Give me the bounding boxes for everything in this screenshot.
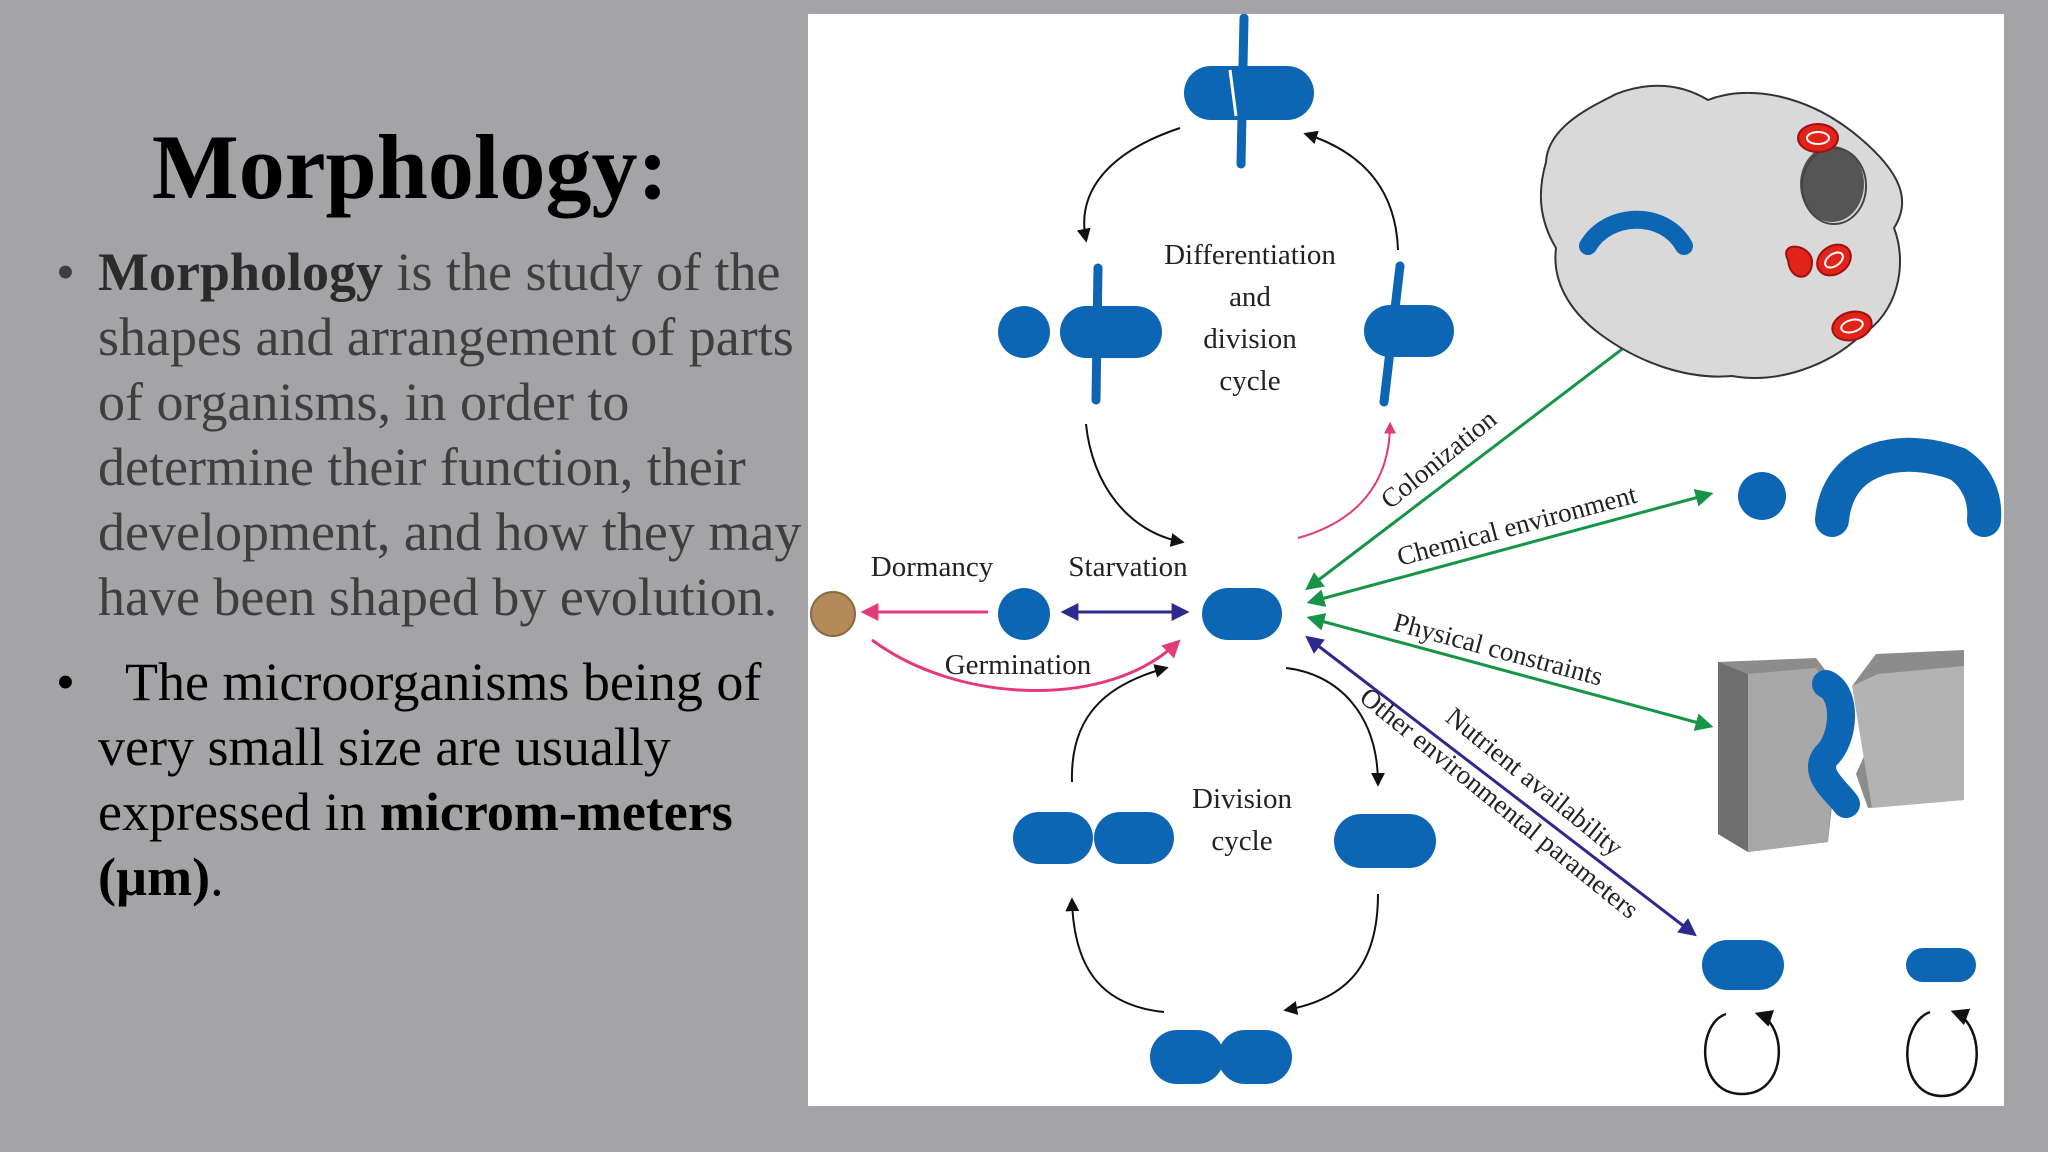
nutrient-cell-small — [1906, 948, 1978, 1098]
cycle-arrow-left-down — [1085, 423, 1185, 547]
division-arrow-right-down — [1283, 893, 1379, 1015]
bullet-item-size: • The microorganisms being of very small… — [56, 650, 806, 910]
bullet-marker: • — [56, 652, 75, 712]
stalked-cell-right — [1364, 261, 1454, 407]
bullet-definition-text: is the study of the shapes and arrangeme… — [98, 242, 802, 627]
germination-arrow — [871, 638, 1181, 693]
stalked-dividing-cell-top — [1184, 14, 1314, 169]
other-environmental-label: Other environmental parameters — [1354, 681, 1644, 924]
bullet-item-definition: • Morphology is the study of the shapes a… — [56, 240, 806, 630]
slide-title: Morphology: — [60, 112, 760, 222]
differentiation-label-line3: division — [1203, 323, 1297, 355]
division-arrow-left-up — [1070, 664, 1169, 783]
cycle-arrow-top-left — [1076, 127, 1181, 243]
cycle-arrow-top-right — [1303, 130, 1399, 251]
differentiation-label-line1: Differentiation — [1164, 239, 1336, 271]
differentiation-label-line4: cycle — [1219, 365, 1280, 397]
bullet-size-text: The microorganisms being of very small s… — [98, 652, 775, 842]
starvation-label: Starvation — [1068, 551, 1188, 583]
curved-cell — [1815, 437, 2002, 537]
slide-title-main: Morphology — [151, 116, 638, 218]
morphology-diagram-panel: Differentiation and division cycle Dorma… — [808, 14, 2004, 1106]
physical-constraint-blocks — [1718, 650, 1964, 852]
nutrient-arrow — [1305, 635, 1697, 937]
morphology-diagram: Differentiation and division cycle Dorma… — [810, 14, 2002, 1098]
dormancy-label: Dormancy — [871, 551, 994, 583]
elongated-cell-right — [1334, 814, 1436, 868]
coccus-cell — [1738, 472, 1786, 520]
dividing-cell-left — [1013, 812, 1174, 864]
stalked-cell-left — [1060, 263, 1162, 405]
bullet-unit-bold: microm-meters (µm) — [98, 782, 733, 907]
nutrient-cell-large — [1702, 940, 1784, 1096]
bullet-marker: • — [56, 242, 75, 302]
division-arrow-top-right — [1285, 667, 1385, 787]
host-cell — [1539, 84, 1904, 379]
swarmer-cell-left — [998, 306, 1050, 358]
germination-label: Germination — [945, 649, 1092, 681]
division-arrow-bottom-left — [1065, 897, 1165, 1013]
bullet-size-tail: . — [210, 847, 224, 907]
division-cycle-line2: cycle — [1211, 825, 1272, 857]
cycle-arrow-pink-up — [1297, 421, 1396, 539]
colonization-label: Colonization — [1375, 403, 1503, 514]
dormant-cell — [998, 588, 1050, 640]
bullet-list: • Morphology is the study of the shapes a… — [56, 240, 806, 930]
central-cell — [1202, 588, 1282, 640]
chemical-environment-arrow — [1306, 489, 1714, 607]
division-cycle-line1: Division — [1192, 783, 1292, 815]
differentiation-label-line2: and — [1229, 281, 1271, 313]
septated-cell-bottom — [1150, 1030, 1292, 1084]
slide-title-colon: : — [637, 116, 669, 218]
spore — [810, 591, 856, 637]
bullet-term-morphology: Morphology — [98, 242, 384, 302]
